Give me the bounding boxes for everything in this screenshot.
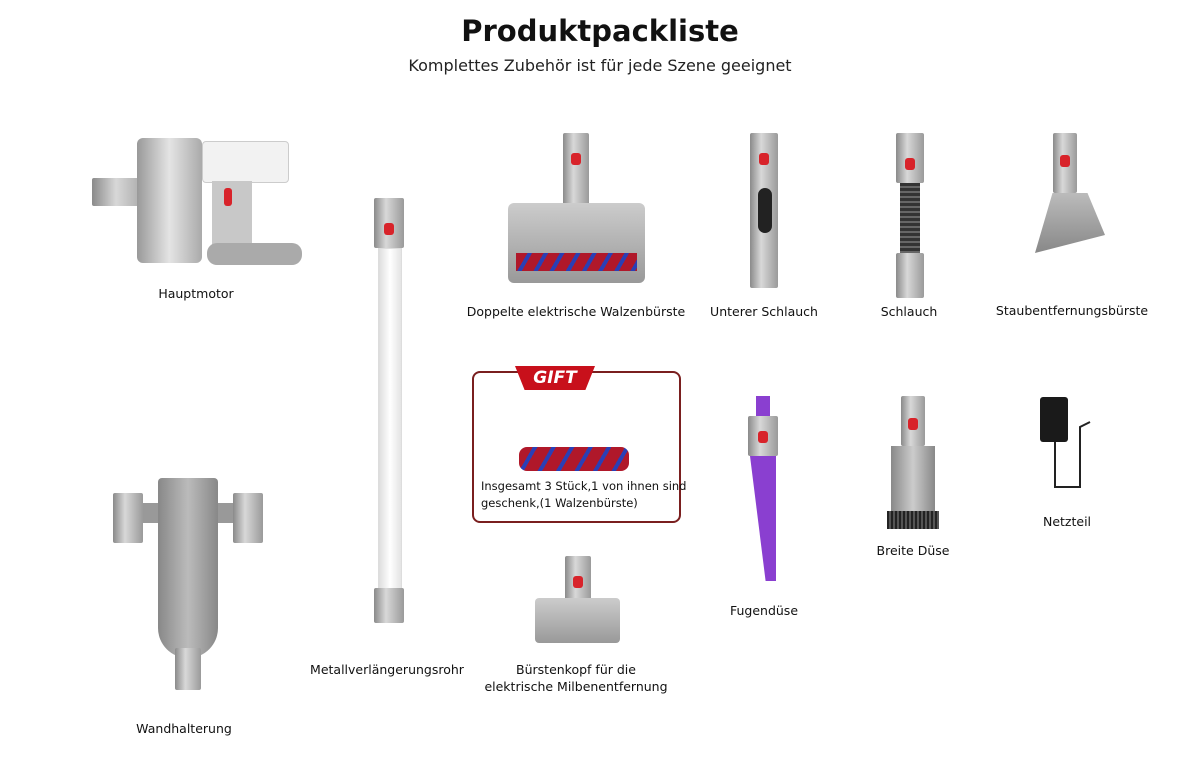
label-main-motor: Hauptmotor <box>158 286 234 301</box>
page-subtitle: Komplettes Zubehör ist für jede Szene ge… <box>408 56 792 75</box>
gift-text-line2: geschenk,(1 Walzenbürste) <box>481 496 638 510</box>
label-mite-brush-line2: elektrische Milbenentfernung <box>484 679 668 694</box>
label-wide-nozzle: Breite Düse <box>876 543 950 558</box>
label-extension-tube: Metallverlängerungsrohr <box>310 662 464 677</box>
label-power-adapter: Netzteil <box>1042 514 1092 529</box>
dusting-brush-image <box>1035 133 1110 263</box>
extension-tube-image <box>374 198 404 623</box>
label-crevice-tool: Fugendüse <box>729 603 799 618</box>
label-dusting-brush: Staubentfernungsbürste <box>995 303 1149 318</box>
lower-hose-image <box>750 133 780 288</box>
wide-nozzle-image <box>887 396 939 531</box>
hose-image <box>896 133 926 298</box>
page-title: Produktpackliste <box>461 14 739 48</box>
gift-text-line1: Insgesamt 3 Stück,1 von ihnen sind <box>481 479 687 493</box>
crevice-tool-image <box>748 396 780 586</box>
label-wall-mount: Wandhalterung <box>136 721 232 736</box>
gift-tag: GIFT <box>515 366 595 390</box>
label-mite-brush: Bürstenkopf für die elektrische Milbenen… <box>484 661 667 695</box>
power-adapter-image <box>1035 392 1095 492</box>
mite-brush-image <box>535 556 620 646</box>
gift-text: Insgesamt 3 Stück,1 von ihnen sind gesch… <box>481 478 686 512</box>
label-mite-brush-line1: Bürstenkopf für die <box>516 662 636 677</box>
roller-brush-image <box>519 447 629 471</box>
main-motor-image <box>92 133 302 268</box>
label-double-roller-brush: Doppelte elektrische Walzenbürste <box>466 304 686 319</box>
label-lower-hose: Unterer Schlauch <box>710 304 818 319</box>
double-roller-brush-image <box>508 133 645 283</box>
label-hose: Schlauch <box>880 304 938 319</box>
wall-mount-image <box>113 478 263 690</box>
